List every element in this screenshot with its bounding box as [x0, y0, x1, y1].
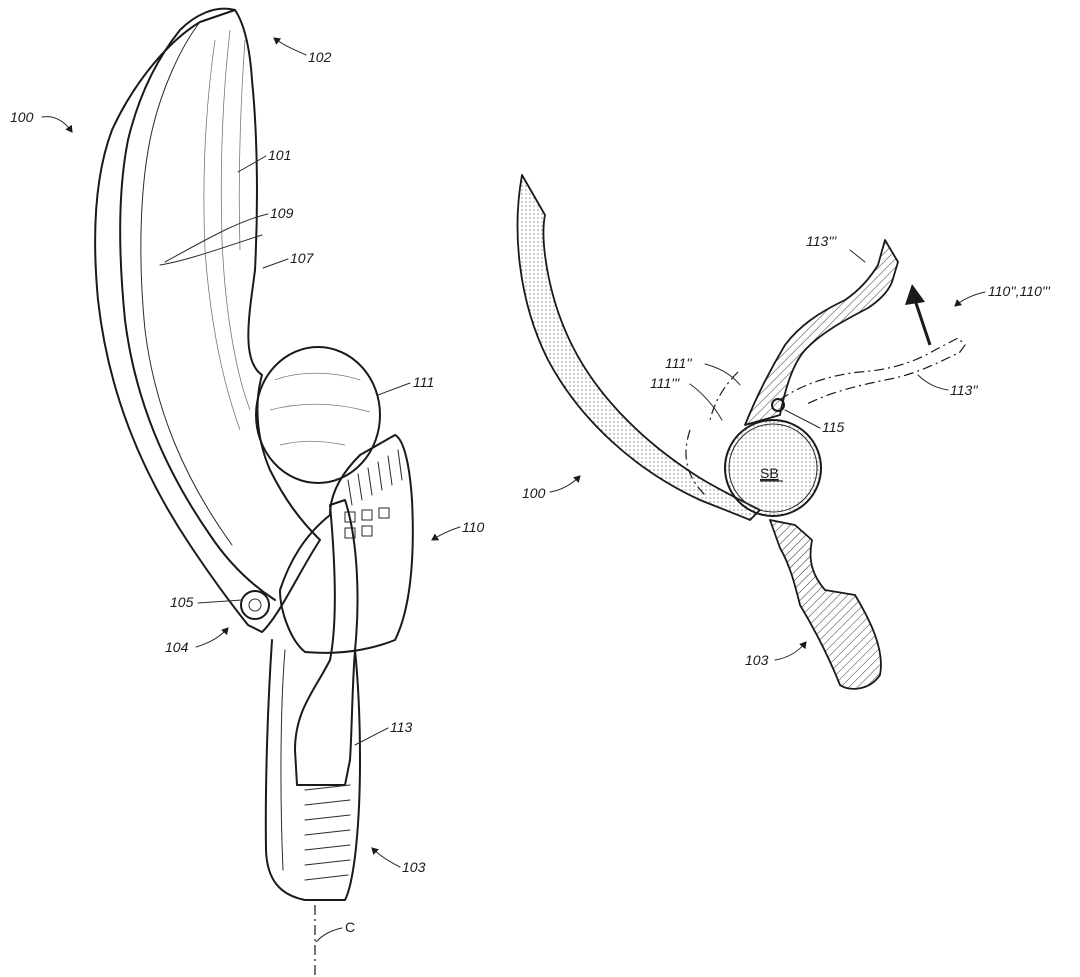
label-113pp: 113'': [950, 382, 979, 398]
handle-grip-ridges: [304, 784, 351, 881]
leader-115: [784, 409, 821, 429]
leader-107: [262, 258, 289, 269]
label-c: C: [345, 919, 355, 935]
right-figure-labels: 113''' 110'',110''' 111'' 111''' 113'' 1…: [522, 233, 1051, 668]
motion-arrowhead: [905, 284, 925, 305]
blade-edge-109: [159, 234, 263, 266]
label-111ppp: 111''': [650, 375, 681, 391]
left-figure-labels: 100 102 101 109 107 111 110 105 104 113 …: [10, 37, 485, 943]
scoop-inner-edge: [119, 7, 276, 601]
leader-111pp: [704, 363, 741, 386]
actuator-ribs: [344, 449, 403, 539]
arrow-104: [195, 627, 229, 648]
handle-inner-edge: [280, 649, 286, 871]
arrow-103-left: [371, 847, 401, 868]
label-sb: SB: [760, 465, 779, 481]
lever-section-113ppp: [744, 239, 899, 426]
label-103-left: 103: [402, 859, 426, 875]
label-107: 107: [290, 250, 315, 266]
contour-line-3: [238, 39, 246, 251]
actuator-housing-110: [279, 434, 414, 654]
arrow-100-right: [549, 475, 581, 493]
label-115: 115: [822, 419, 845, 435]
ball-sb-inner: [728, 423, 818, 513]
arrow-102: [273, 37, 307, 56]
leader-c: [315, 927, 343, 943]
handle-103: [264, 639, 361, 901]
label-101: 101: [268, 147, 291, 163]
contour-line-2: [203, 39, 241, 431]
label-111-left: 111: [413, 374, 434, 390]
blade-section: [516, 174, 761, 521]
leader-113-left: [354, 727, 389, 746]
label-102: 102: [308, 49, 332, 65]
label-110pp-110ppp: 110'',110''': [988, 283, 1051, 299]
label-100-left: 100: [10, 109, 34, 125]
scoop-rim-line: [140, 21, 233, 546]
label-109: 109: [270, 205, 294, 221]
leader-111-left: [377, 382, 411, 396]
ball-sb: [724, 419, 822, 517]
leader-109: [164, 213, 269, 263]
ghost-lever-113pp: [779, 337, 966, 406]
leader-113ppp: [849, 249, 866, 263]
label-100-right: 100: [522, 485, 546, 501]
pivot-105: [240, 590, 270, 620]
arrow-110: [431, 526, 461, 541]
label-105: 105: [170, 594, 194, 610]
label-111pp: 111'': [665, 355, 693, 371]
arrow-110pp: [954, 291, 986, 307]
ball-111: [255, 346, 381, 484]
leader-105: [197, 599, 243, 604]
lever-113: [294, 499, 359, 786]
leader-101: [237, 155, 267, 173]
arrow-100-left: [41, 116, 73, 133]
leader-113pp: [917, 374, 949, 391]
label-103-right: 103: [745, 652, 769, 668]
label-113ppp: 113''': [806, 233, 838, 249]
pivot-pin: [248, 598, 262, 612]
pivot-115: [771, 398, 785, 412]
label-113-left: 113: [390, 719, 413, 735]
right-figure-section-view: [516, 174, 966, 690]
leader-111ppp: [689, 383, 723, 421]
left-figure-perspective-view: [94, 7, 414, 977]
label-110: 110: [462, 519, 485, 535]
ghost-ball-111pp: [685, 371, 739, 496]
contour-line-1: [220, 29, 251, 411]
motion-arrow: [913, 299, 932, 346]
arrow-103-right: [774, 641, 807, 661]
label-104: 104: [165, 639, 189, 655]
handle-section-103: [769, 519, 882, 690]
scoop-blade-outline: [94, 9, 321, 633]
ball-shading: [269, 372, 371, 446]
